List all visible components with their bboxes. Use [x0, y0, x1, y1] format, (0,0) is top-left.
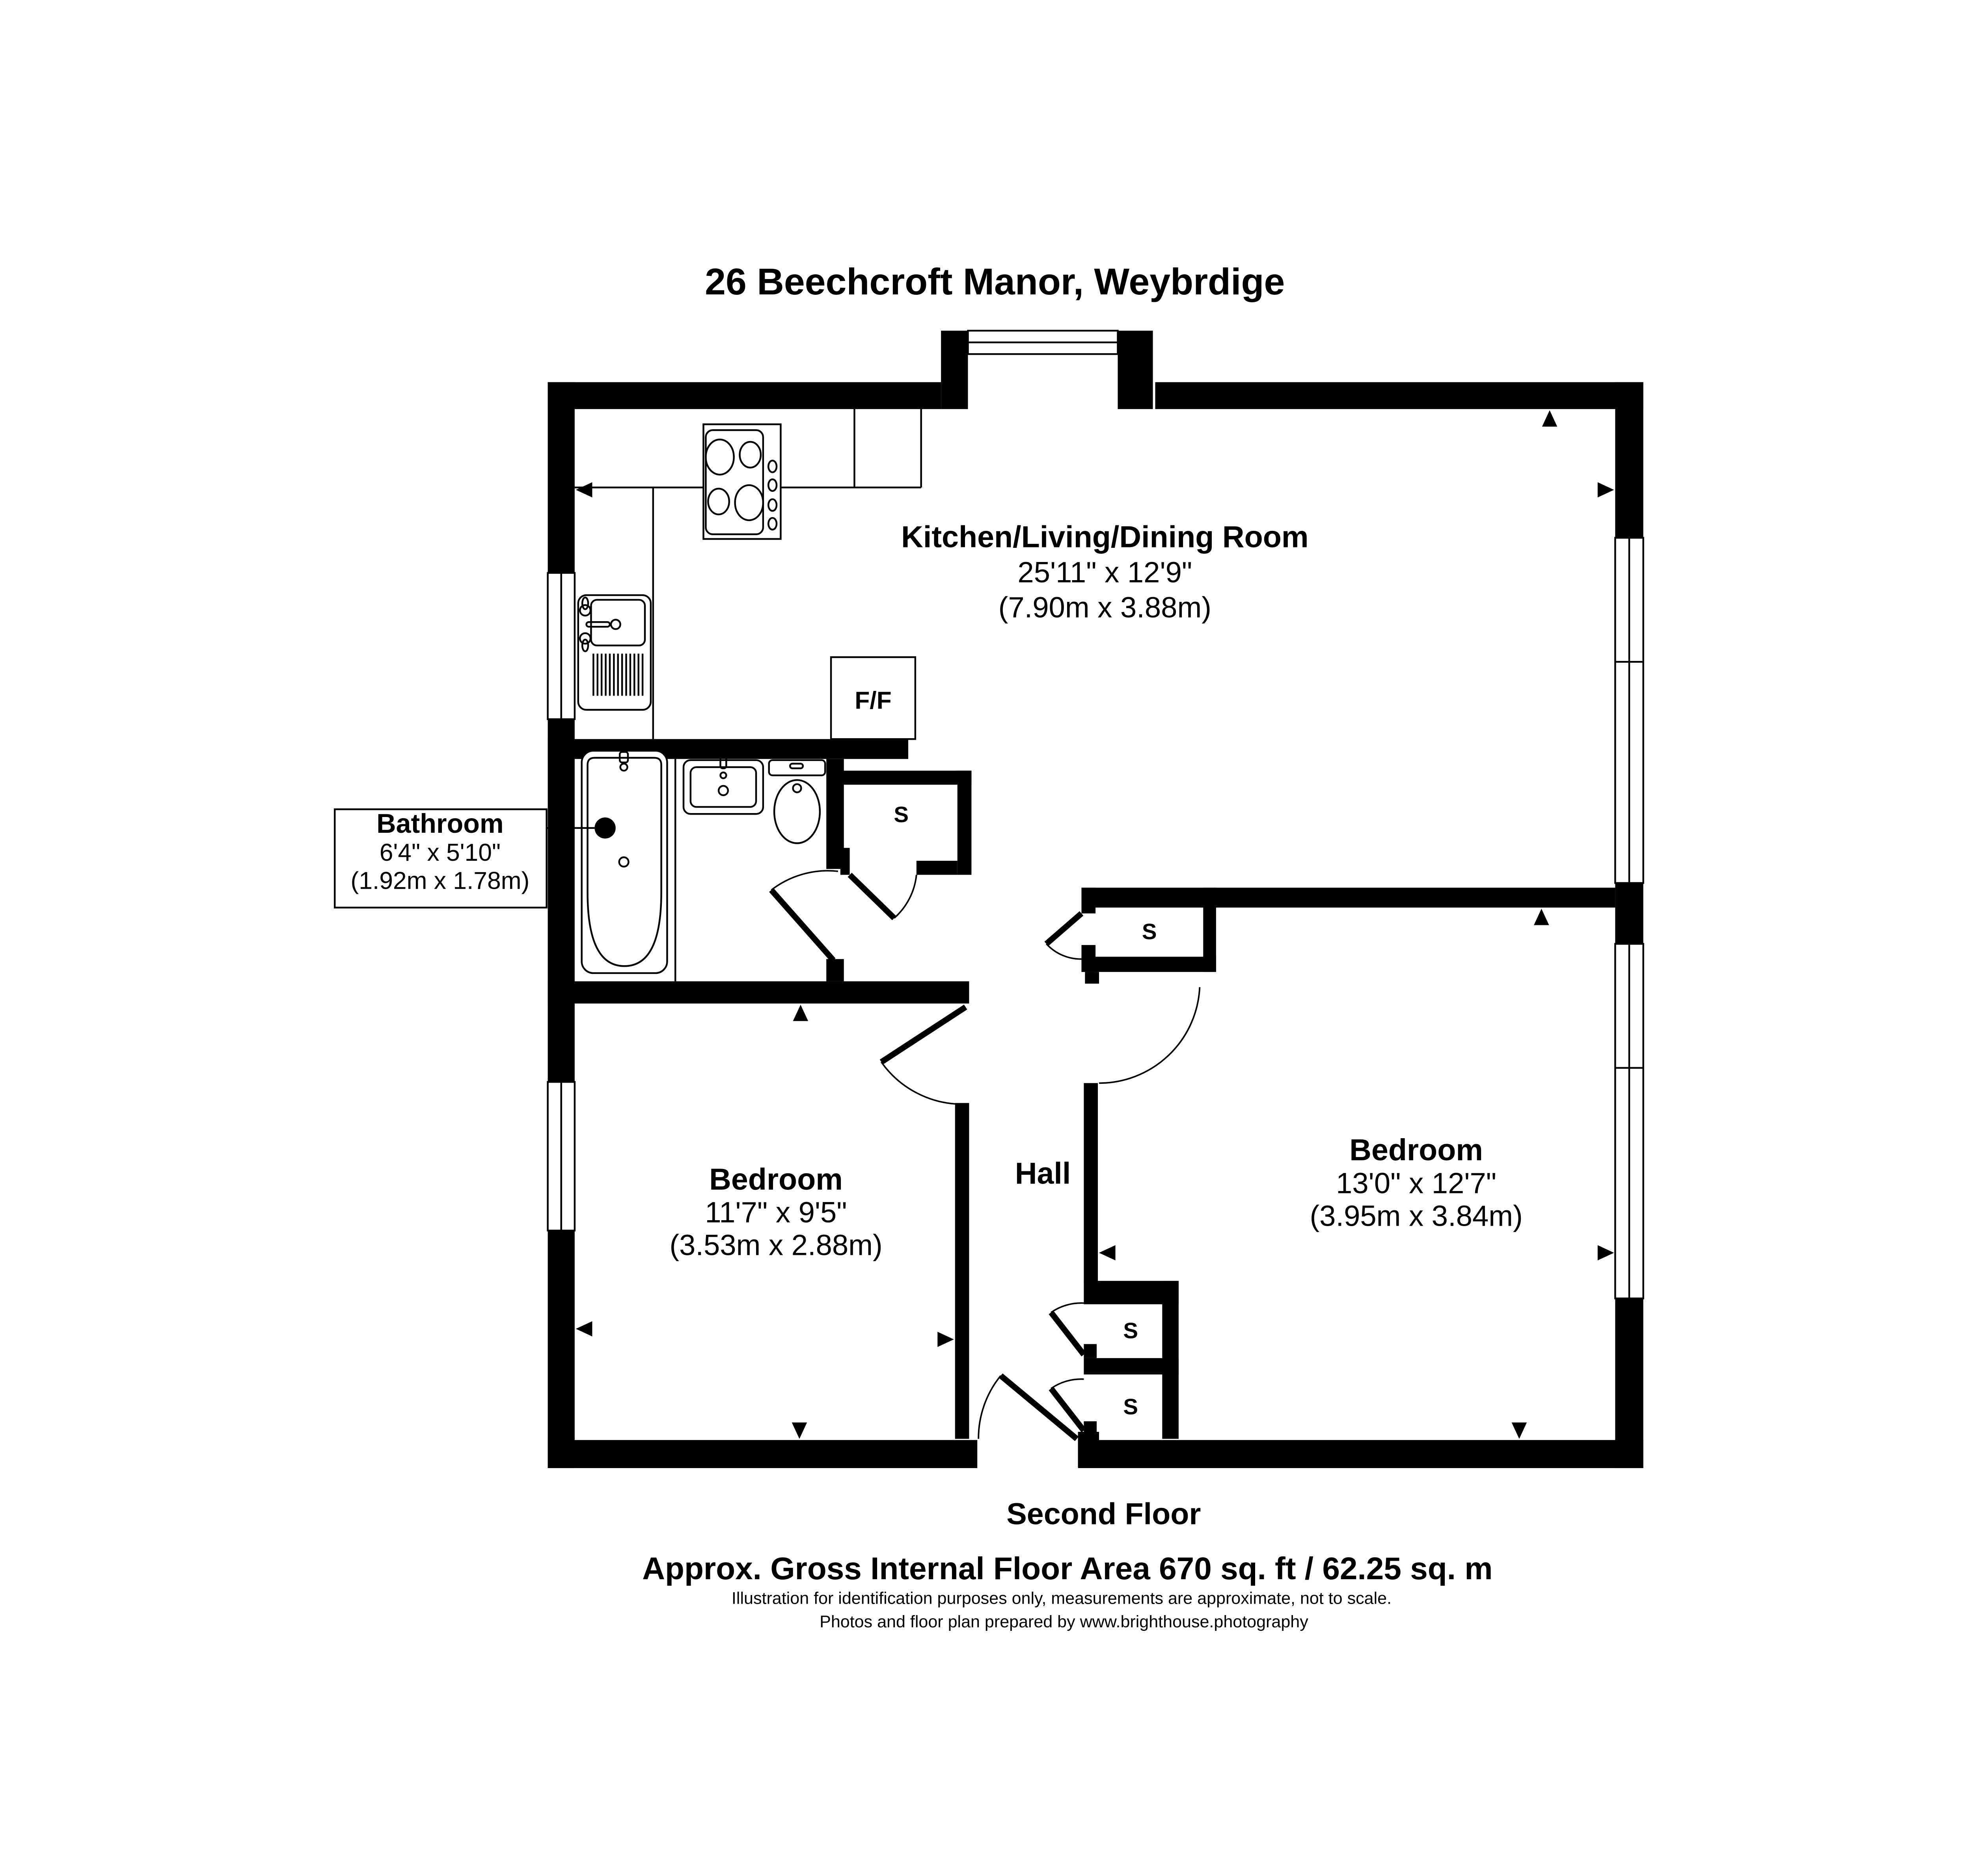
wall-left-2	[548, 719, 575, 1082]
footer-area: Approx. Gross Internal Floor Area 670 sq…	[642, 1550, 1492, 1586]
bathroom-callout: Bathroom 6'4" x 5'10" (1.92m x 1.78m)	[333, 808, 595, 909]
door-closet-hall-top	[1049, 1302, 1086, 1357]
arrow-left-kitchen	[576, 482, 592, 498]
wall-right-1	[1615, 382, 1643, 538]
bathroom-size-imperial: 6'4" x 5'10"	[380, 839, 501, 866]
arrow-up-bedroom-left	[793, 1005, 809, 1021]
wash-basin	[682, 752, 764, 815]
bedroom-right-door-jamb	[1085, 972, 1099, 984]
storage-label-kitchen: S	[894, 802, 909, 827]
arrow-left-bedroom-left	[576, 1321, 592, 1336]
wall-top-right	[1155, 382, 1643, 409]
kitchen-size-imperial: 25'11" x 12'9"	[1017, 556, 1192, 588]
wall-hall-divider	[1084, 1083, 1098, 1283]
storage-label-hall-bottom: S	[1123, 1394, 1138, 1419]
bedroom-left-size-imperial: 11'7" x 9'5"	[705, 1196, 847, 1228]
toilet	[768, 759, 826, 844]
closets-hall-jamb-1	[1084, 1344, 1097, 1358]
footer-disclaimer: Illustration for identification purposes…	[732, 1589, 1392, 1608]
door-bedroom-left	[879, 1004, 967, 1105]
arrow-up-living	[1542, 410, 1557, 427]
arrow-down-bedroom-right	[1511, 1422, 1527, 1439]
closet-bedright-wall-bottom	[1081, 957, 1216, 972]
bedroom-right-size-metric: (3.95m x 3.84m)	[1310, 1199, 1522, 1232]
wall-bedroom-left-east	[955, 1103, 969, 1439]
wall-bottom-right	[1078, 1440, 1643, 1468]
closet-kitchen-wall-bottom	[916, 861, 958, 875]
bedroom-left-size-metric: (3.53m x 2.88m)	[669, 1229, 882, 1262]
arrow-right-bedroom-left	[937, 1332, 954, 1347]
bathroom-size-metric: (1.92m x 1.78m)	[350, 867, 529, 894]
bathroom-label-marker-dot	[594, 817, 616, 839]
bay-wall-right	[1118, 331, 1153, 409]
fridge-freezer-box	[830, 656, 917, 740]
storage-label-hall-top: S	[1123, 1318, 1138, 1343]
bedroom-right-name: Bedroom	[1349, 1133, 1483, 1167]
kitchen-sink	[577, 594, 652, 711]
kitchen-name: Kitchen/Living/Dining Room	[901, 520, 1308, 554]
window-living-right	[1614, 537, 1644, 884]
bedroom-right-size-imperial: 13'0" x 12'7"	[1336, 1167, 1496, 1199]
bedroom-left-name: Bedroom	[709, 1162, 843, 1196]
door-closet-hall-bottom	[1049, 1378, 1086, 1433]
bathroom-label-box	[333, 808, 548, 909]
fridge-freezer-label: F/F	[855, 687, 892, 714]
storage-label-bedroom-right: S	[1142, 919, 1157, 944]
hob	[702, 423, 782, 540]
window-bedroom-right	[1614, 943, 1644, 1299]
page-title: 26 Beechcroft Manor, Weybrdige	[705, 261, 1285, 303]
door-bedroom-right	[1099, 987, 1201, 1084]
wall-bathroom-east-stub	[826, 959, 844, 981]
wall-left-1	[548, 382, 575, 573]
arrow-left-hall-divider	[1099, 1245, 1116, 1260]
kitchen-counter-lines	[574, 409, 922, 739]
wall-right-junction	[1615, 883, 1643, 944]
dimension-arrows	[576, 410, 1614, 1439]
closet-kitchen-jamb	[840, 848, 850, 875]
arrow-down-bedroom-left	[792, 1422, 807, 1439]
window-kitchen-left	[547, 572, 576, 720]
bathroom-name: Bathroom	[376, 809, 503, 839]
arrow-right-living	[1597, 482, 1614, 498]
door-bathroom	[769, 870, 838, 962]
window-bay-top	[967, 329, 1119, 355]
closet-bedright-jamb-top	[1081, 888, 1096, 914]
windows	[547, 329, 1644, 1299]
walls	[548, 331, 1643, 1468]
wall-bottom-left	[548, 1440, 978, 1468]
wall-top-left	[548, 382, 941, 409]
closet-kitchen-wall-top	[840, 770, 972, 785]
closets-hall-jamb-2	[1084, 1421, 1097, 1439]
closet-kitchen-wall-right	[957, 770, 972, 875]
footer-credit: Photos and floor plan prepared by www.br…	[820, 1612, 1308, 1631]
door-closet-bedroom-right	[1044, 911, 1084, 960]
doors	[769, 870, 1201, 1441]
bathtub	[581, 750, 668, 974]
window-bedroom-left	[547, 1081, 576, 1232]
wall-right-2	[1615, 1298, 1643, 1468]
wall-left-3	[548, 1230, 575, 1468]
door-closet-kitchen	[848, 873, 917, 920]
door-entry	[978, 1373, 1079, 1441]
kitchen-size-metric: (7.90m x 3.88m)	[999, 591, 1211, 623]
bay-wall-left	[941, 331, 968, 409]
arrow-up-bedroom-right	[1534, 908, 1549, 925]
closets-hall-wall-middle	[1084, 1358, 1179, 1375]
floor-label: Second Floor	[1006, 1497, 1201, 1531]
wall-bedroom-right-north	[1081, 888, 1615, 908]
wall-bathroom-bedroom	[548, 981, 969, 1004]
arrow-right-bedroom-right	[1597, 1245, 1614, 1260]
hall-name: Hall	[1015, 1157, 1071, 1191]
